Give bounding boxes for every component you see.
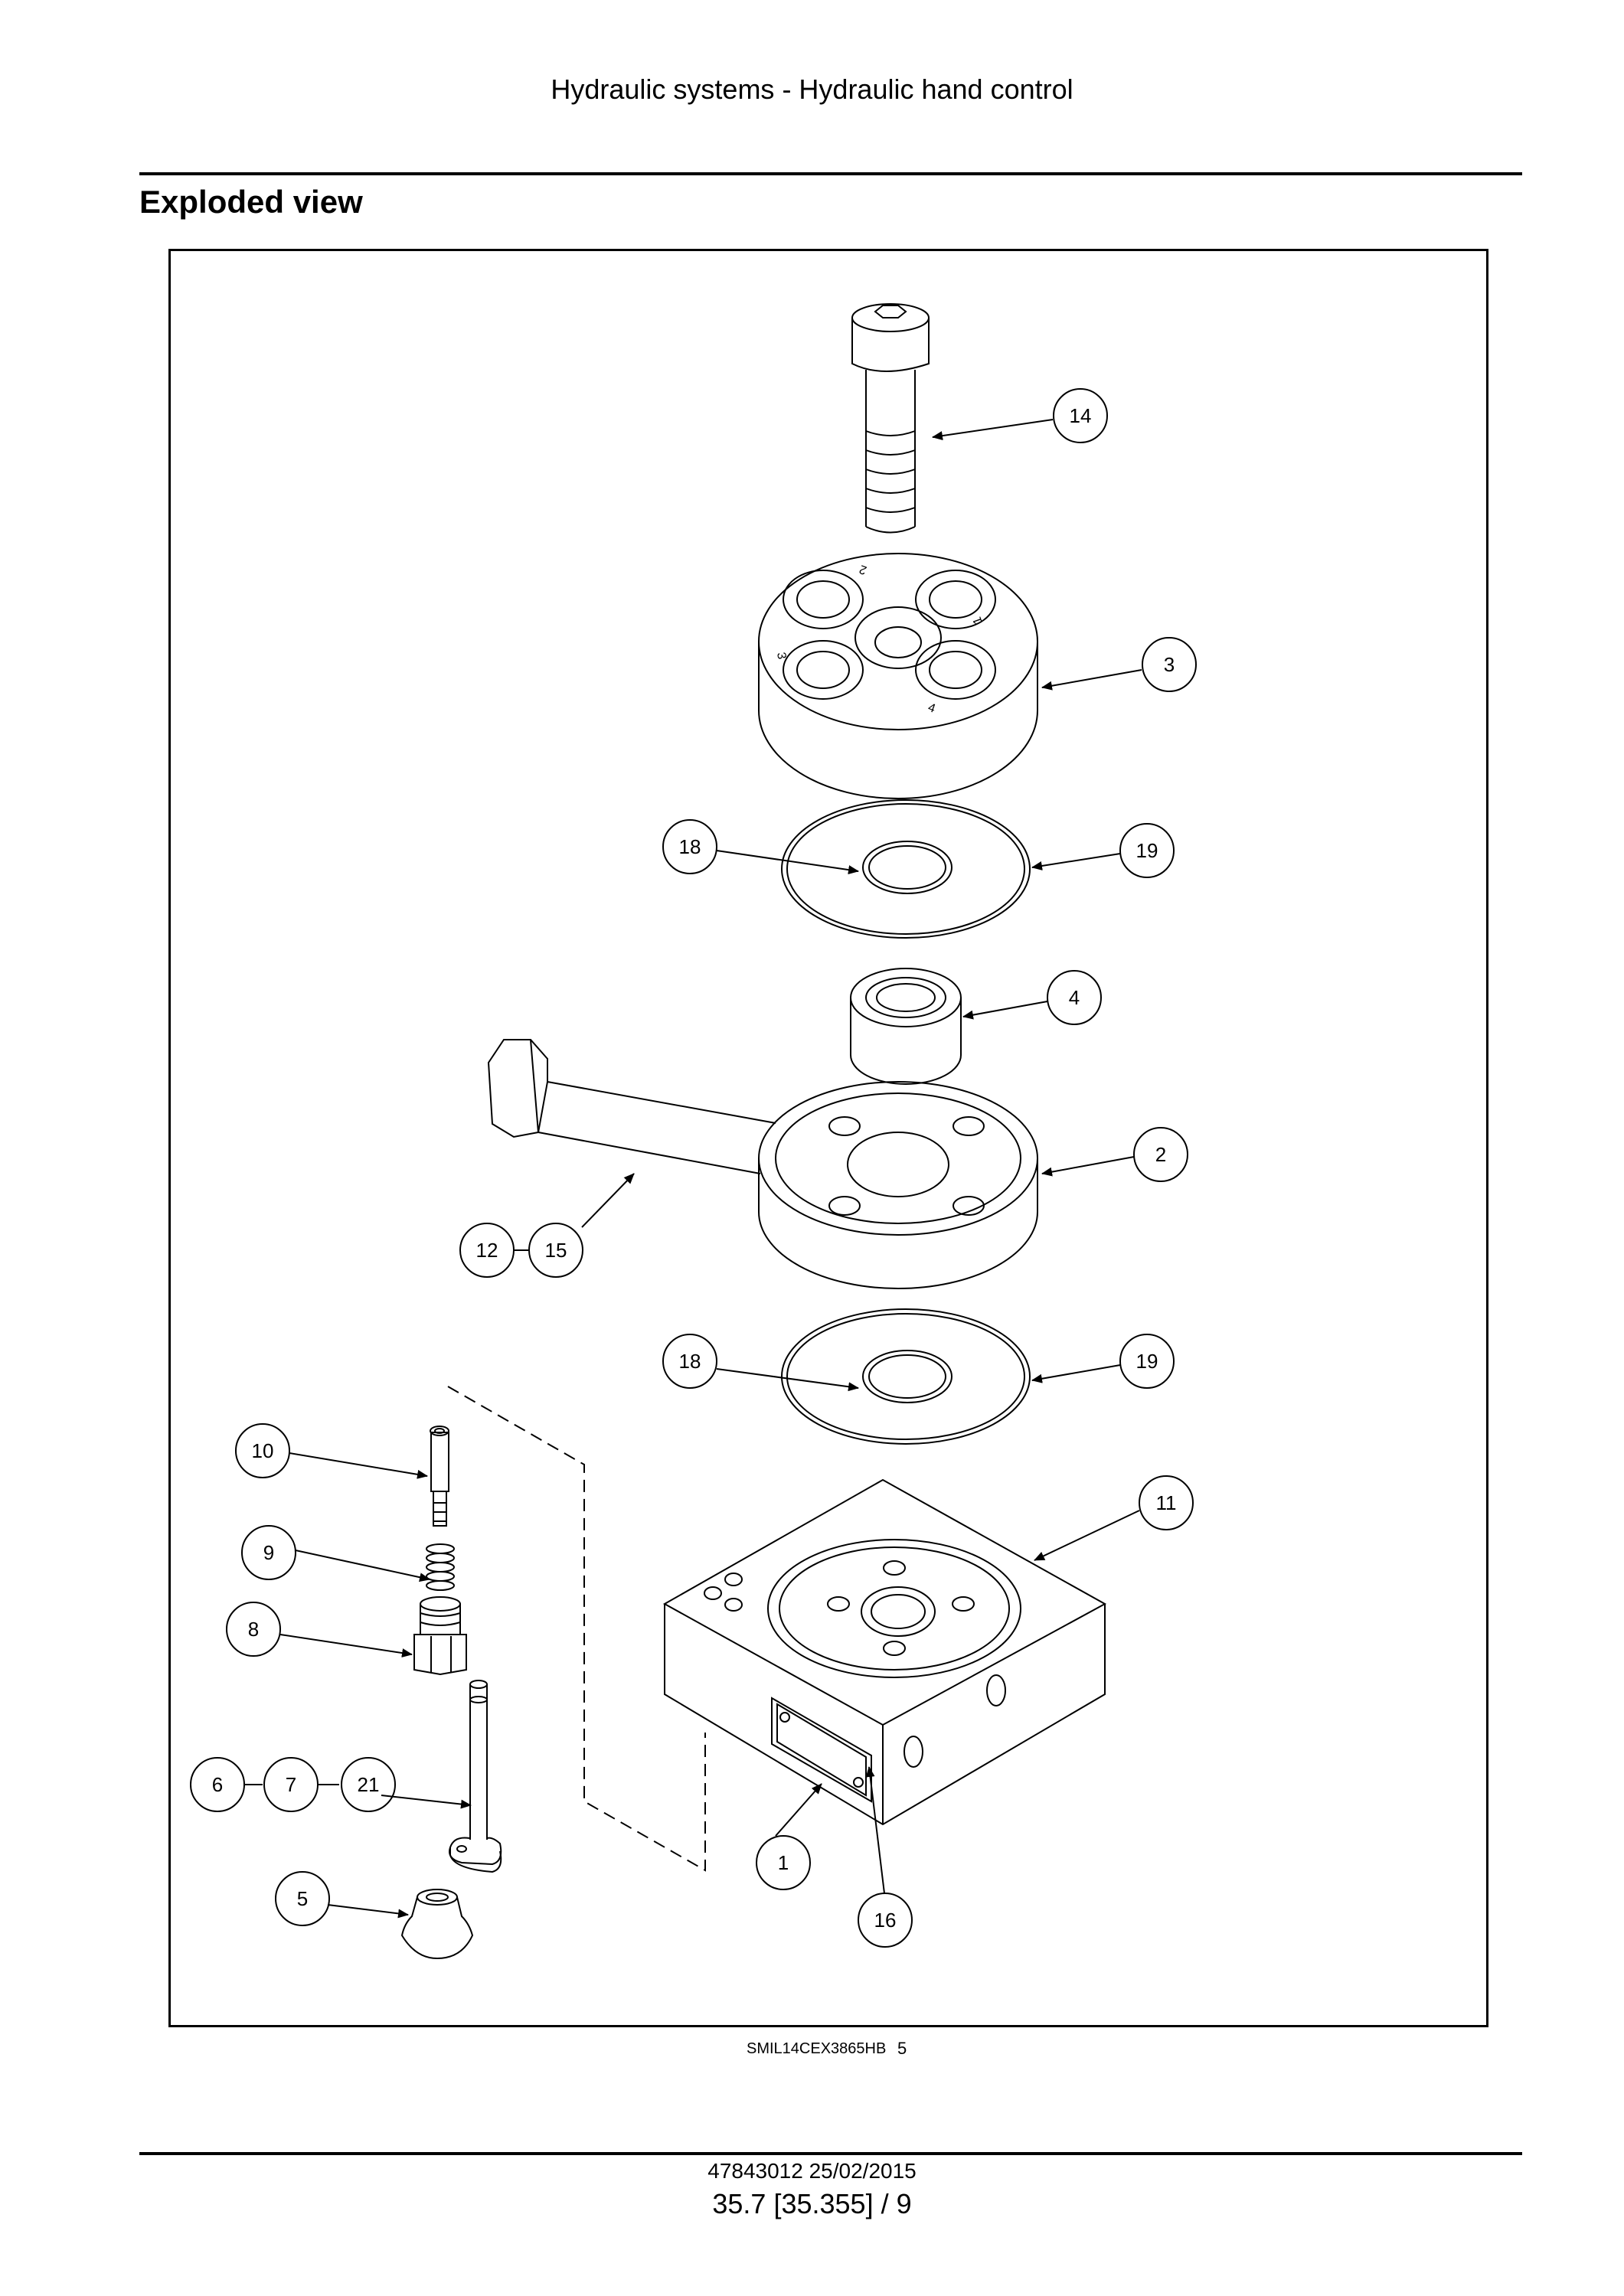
cartridge-assembly-part [430,1426,449,1527]
gasket-lower-part [781,1308,1031,1445]
gasket-upper-part [781,799,1031,939]
callout-label: 8 [248,1618,259,1641]
section-title: Exploded view [139,184,363,220]
callout-label: 18 [679,1350,701,1373]
callout-label: 7 [286,1773,296,1796]
callout-label: 4 [1069,986,1080,1009]
plug-part [413,1596,467,1676]
port-marking-1: 1 [971,615,985,625]
port-block-part [758,553,1038,799]
footer-doc-ref: 47843012 25/02/2015 [707,2159,917,2183]
exploded-view-drawing: 2 1 3 4 [190,303,1197,1960]
port-marking-4: 4 [926,701,937,716]
cap-screw-part [851,303,930,534]
knob-part [400,1889,474,1960]
port-marking-3: 3 [774,652,788,661]
exploded-view-figure: 2 1 3 4 [168,249,1488,2027]
callout-label: 16 [874,1909,897,1932]
callout-label: 9 [263,1541,274,1564]
port-marking-2: 2 [858,562,868,576]
valve-body-part [662,1478,1107,1826]
spring-part [426,1543,455,1591]
header-rule [139,172,1522,175]
callout-label: 19 [1136,1350,1158,1373]
callout-label: 2 [1155,1143,1166,1166]
leader-arrows [279,419,1142,1919]
page-header-title: Hydraulic systems - Hydraulic hand contr… [551,73,1073,105]
callout-label: 5 [297,1887,308,1910]
callout-label: 6 [212,1773,223,1796]
callout-label: 15 [545,1239,567,1262]
figure-number: 5 [897,2039,907,2058]
footer-rule [139,2152,1522,2155]
footer-page-ref: 35.7 [35.355] / 9 [712,2188,912,2219]
callout-label: 18 [679,835,701,858]
callout-label: 14 [1070,404,1092,427]
alignment-dashed-line [447,1386,706,1872]
lever-plate-part [487,1039,1038,1289]
callout-label: 3 [1164,653,1175,676]
pin-part [449,1680,502,1873]
callout-label: 12 [476,1239,498,1262]
callout-label: 21 [358,1773,380,1796]
bushing-part [850,968,962,1085]
callout-label: 10 [252,1439,274,1462]
callout-circles [190,388,1197,1948]
callout-label: 11 [1156,1491,1177,1514]
callout-label: 1 [778,1851,789,1874]
callout-label: 19 [1136,839,1158,862]
figure-code: SMIL14CEX3865HB [747,2040,887,2057]
